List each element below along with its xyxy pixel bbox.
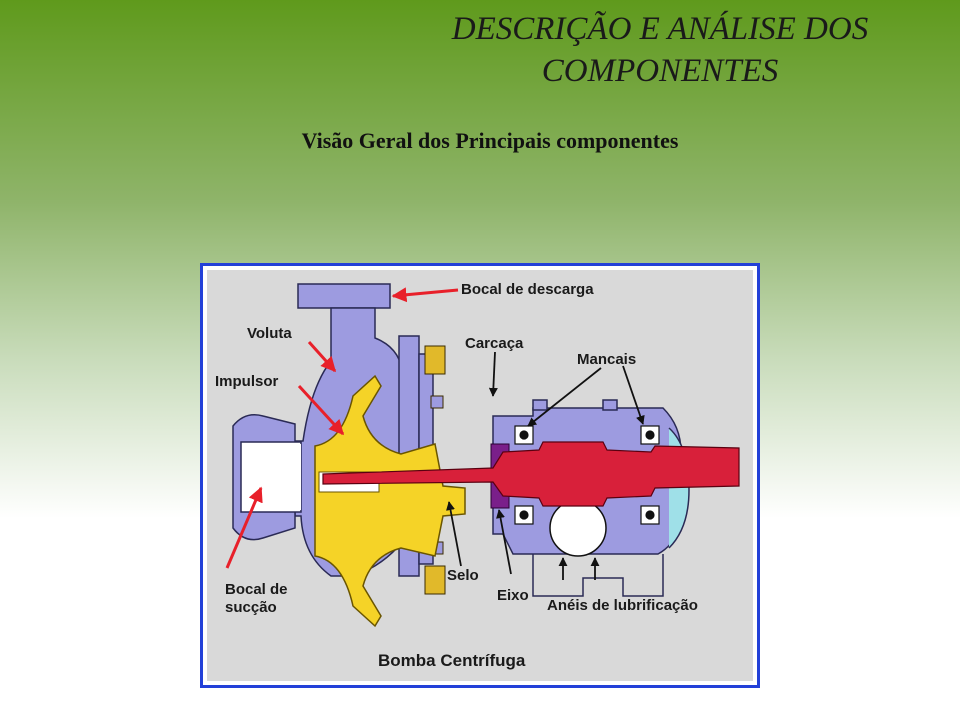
label-eixo: Eixo <box>497 587 529 604</box>
label-arrows <box>225 287 459 569</box>
pointer-arrows <box>446 351 645 580</box>
label-selo: Selo <box>447 567 479 584</box>
slide-title-line-2: COMPONENTES <box>541 53 779 89</box>
label-bocal-succao-line-1: Bocal de <box>225 581 288 598</box>
centrifugal-pump-diagram: Bocal de descarga Voluta Impulsor Carcaç… <box>207 270 753 681</box>
label-carcaca: Carcaça <box>465 335 524 352</box>
lubrication-ring <box>549 499 607 557</box>
label-mancais: Mancais <box>577 351 636 368</box>
pump-diagram-frame: Bocal de descarga Voluta Impulsor Carcaç… <box>200 263 760 688</box>
label-bocal-succao-line-2: sucção <box>225 599 277 616</box>
label-bocal-descarga: Bocal de descarga <box>461 281 594 298</box>
shaft <box>322 441 740 507</box>
bearings <box>514 425 660 525</box>
diagram-caption: Bomba Centrífuga <box>378 651 526 670</box>
oil-sump <box>532 554 664 597</box>
label-voluta: Voluta <box>247 325 292 342</box>
slide-subtitle: Visão Geral dos Principais componentes <box>301 128 679 153</box>
slide-title: DESCRIÇÃO E ANÁLISE DOS COMPONENTES <box>360 8 960 92</box>
label-impulsor: Impulsor <box>215 373 279 390</box>
slide-title-line-1: DESCRIÇÃO E ANÁLISE DOS <box>451 11 869 47</box>
flange-bolts <box>424 345 446 595</box>
impeller <box>314 374 466 628</box>
suction-bore <box>243 444 301 510</box>
label-aneis-lubrificacao: Anéis de lubrificação <box>547 597 698 614</box>
